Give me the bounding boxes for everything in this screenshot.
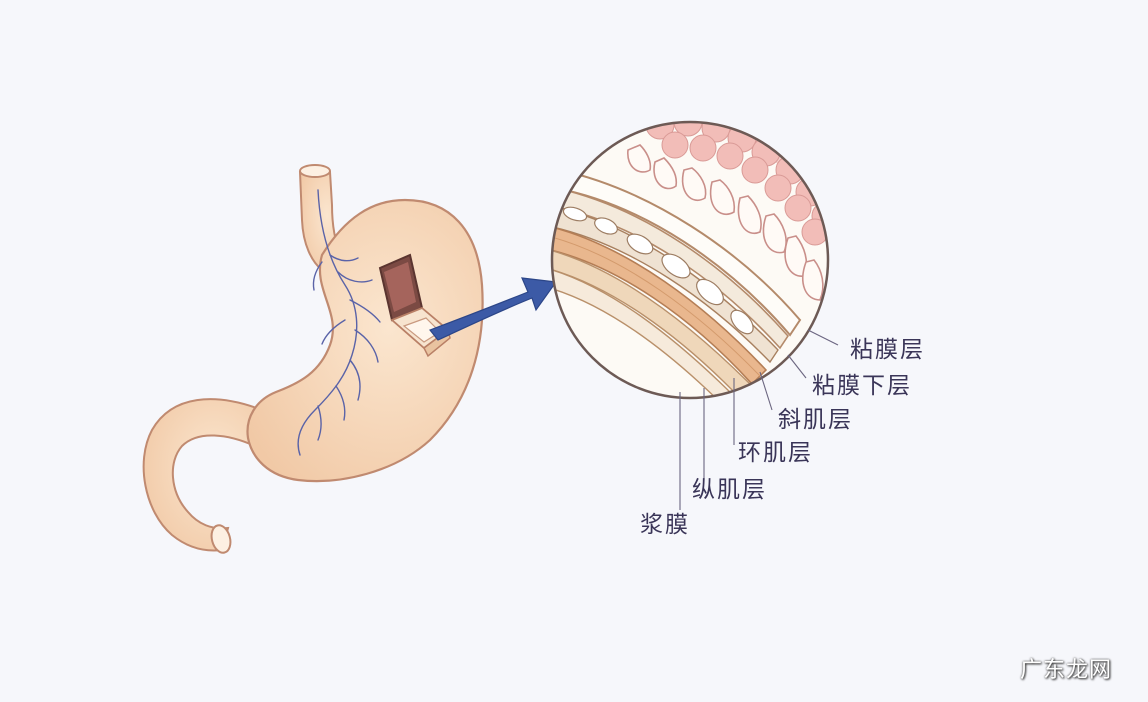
magnify-arrow [429,277,558,341]
stomach-illustration [142,164,484,554]
label-longitudinal-muscle: 纵肌层 [692,477,767,503]
watermark: 广东龙网 [1019,658,1112,683]
cutaway-window [378,253,451,358]
stomach-body [246,198,484,483]
blood-vessels [297,189,381,456]
label-submucosa: 粘膜下层 [812,373,912,399]
label-serosa: 浆膜 [640,512,690,538]
esophagus-opening [299,164,331,178]
duodenum-opening [210,524,232,554]
leader-lines [679,329,839,510]
label-circular-muscle: 环肌层 [738,440,813,466]
label-mucosa: 粘膜层 [850,337,925,363]
label-oblique-muscle: 斜肌层 [778,407,853,433]
duodenum [142,398,264,552]
magnified-wall-section [550,120,830,400]
